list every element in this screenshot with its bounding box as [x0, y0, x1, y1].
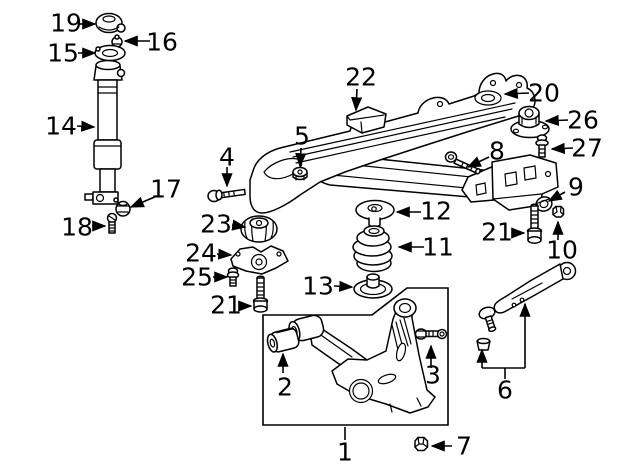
nut-7 — [414, 436, 429, 452]
rear-rail-right-bracket — [461, 154, 559, 211]
callout-27-label: 27 — [571, 133, 603, 163]
bolt-4 — [207, 188, 246, 203]
callout-24-label: 24 — [185, 238, 217, 268]
callout-13-label: 13 — [302, 271, 334, 301]
callout-4-label: 4 — [219, 142, 235, 172]
callout-18-label: 18 — [61, 212, 93, 242]
callout-22-label: 22 — [345, 62, 377, 92]
nut-10 — [552, 205, 565, 218]
spring-insulator-13 — [353, 273, 393, 299]
part-1-box — [262, 287, 449, 426]
body-mount-26 — [510, 105, 550, 139]
bolt-25 — [226, 267, 240, 287]
callout-19-label: 19 — [50, 8, 82, 38]
callout-7-label: 7 — [456, 431, 472, 461]
callout-5-label: 5 — [294, 121, 310, 151]
bolt-21-right — [526, 203, 543, 244]
callout-10-label: 10 — [546, 235, 578, 265]
nut-16 — [111, 34, 123, 48]
mount-plate-15 — [94, 44, 126, 62]
cover-plate-22 — [346, 106, 387, 134]
upper-mount-19 — [95, 12, 126, 34]
callout-21a-label: 21 — [210, 290, 242, 320]
callout-11-label: 11 — [422, 232, 454, 262]
callout-2-label: 2 — [277, 372, 293, 402]
callout-20-label: 20 — [528, 78, 560, 108]
callout-9-label: 9 — [568, 172, 584, 202]
callout-3-label: 3 — [425, 360, 441, 390]
callout-25-label: 25 — [181, 262, 213, 292]
callout-23-label: 23 — [200, 209, 232, 239]
callout-14-label: 14 — [45, 111, 77, 141]
nut-17 — [115, 200, 131, 217]
bushing-2 — [266, 327, 300, 353]
leader-lines — [76, 18, 574, 452]
callout-8-label: 8 — [489, 136, 505, 166]
callout-6-label: 6 — [497, 375, 513, 405]
callout-1-label: 1 — [337, 437, 353, 467]
callout-15-label: 15 — [47, 38, 79, 68]
control-arm-1 — [288, 298, 436, 414]
callout-21b-label: 21 — [481, 217, 513, 247]
spring-seat-12 — [355, 199, 395, 228]
nut-5 — [292, 166, 308, 181]
bolt-3 — [414, 328, 448, 340]
bracket-24 — [230, 245, 289, 275]
callout-26-label: 26 — [567, 105, 599, 135]
bolt-27 — [535, 134, 549, 158]
callout-16-label: 16 — [146, 27, 178, 57]
shock-absorber-14 — [84, 56, 126, 205]
bolt-21-left — [252, 275, 269, 313]
coil-spring-11 — [352, 225, 393, 273]
callout-17-label: 17 — [150, 174, 182, 204]
track-rod-6 — [476, 261, 577, 351]
insulator-23 — [240, 215, 278, 243]
callout-12-label: 12 — [420, 196, 452, 226]
bolt-18 — [106, 212, 118, 234]
